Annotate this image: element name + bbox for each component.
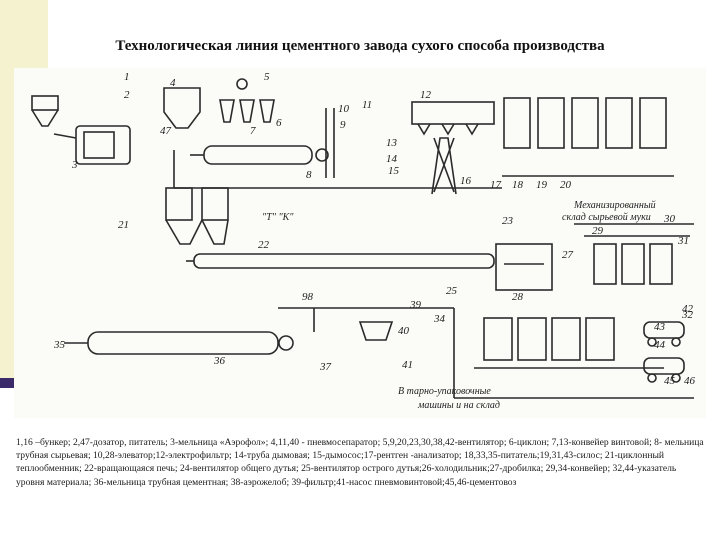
- rotary-kiln-22: [186, 253, 495, 269]
- scheme-number: 32: [681, 309, 694, 321]
- scheme-number: 13: [386, 137, 398, 149]
- raw-mill-8: [190, 145, 329, 165]
- scheme-number: 12: [420, 89, 432, 101]
- scheme-number: 41: [402, 359, 413, 371]
- scheme-number: 44: [654, 339, 666, 351]
- scheme-number: 5: [264, 71, 270, 83]
- scheme-caption-line: Механизированный: [573, 200, 656, 211]
- scheme-number: 1: [124, 71, 130, 83]
- scheme-number: 27: [562, 249, 574, 261]
- scheme-number: 15: [388, 165, 400, 177]
- aerofall-mill-3: [53, 125, 131, 165]
- scheme-number: 28: [512, 291, 524, 303]
- cement-mill-36: [64, 331, 294, 355]
- process-scheme: 1 2 3 4 5 6 7 8 9 10 11 12 13 14 15 16 1…: [14, 68, 706, 418]
- scheme-number: 10: [338, 103, 350, 115]
- scheme-number: 8: [306, 169, 312, 181]
- scheme-number: 19: [536, 179, 548, 191]
- hopper-1: [31, 95, 59, 127]
- slide-accent-bar: [0, 378, 14, 388]
- scheme-number: 43: [654, 321, 666, 333]
- clinker-silos: [584, 235, 690, 285]
- scheme-number: 98: [302, 291, 314, 303]
- legend-text: 1,16 –бункер; 2,47-дозатор, питатель; 3-…: [16, 437, 704, 488]
- slide-title: Технологическая линия цементного завода …: [115, 38, 605, 54]
- scheme-caption-line: машины и на склад: [417, 400, 500, 411]
- scheme-number: 47: [160, 125, 172, 137]
- scheme-number: 4: [170, 77, 176, 89]
- scheme-number: 2: [124, 89, 130, 101]
- scheme-caption-marks: "Т" "К": [262, 212, 294, 223]
- scheme-number: 22: [258, 239, 270, 251]
- scheme-number: 39: [409, 299, 422, 311]
- pipelines: [278, 307, 694, 399]
- scheme-number: 11: [362, 99, 372, 111]
- scheme-number: 42: [682, 303, 694, 315]
- scheme-number: 35: [53, 339, 66, 351]
- cyclone-heat-exchanger-21: [165, 187, 229, 245]
- scheme-number: 34: [433, 313, 446, 325]
- scheme-number: 6: [276, 117, 282, 129]
- scheme-number: 29: [592, 225, 604, 237]
- scheme-number: 7: [250, 125, 256, 137]
- scheme-number: 23: [502, 215, 514, 227]
- scheme-number: 37: [319, 361, 332, 373]
- scheme-number: 45: [664, 375, 676, 387]
- chimney-14: [431, 137, 457, 195]
- elevator-10: [325, 108, 335, 178]
- cooler-26: [495, 243, 553, 291]
- scheme-number: 30: [663, 213, 676, 225]
- scheme-number: 31: [677, 235, 689, 247]
- cement-trucks-45-46: [643, 321, 685, 383]
- scheme-number: 3: [71, 159, 78, 171]
- scheme-number: 36: [213, 355, 226, 367]
- scheme-number: 46: [684, 375, 696, 387]
- scheme-number: 14: [386, 153, 398, 165]
- scheme-number: 25: [446, 285, 458, 297]
- raw-meal-silos: [502, 97, 674, 177]
- scheme-number: 18: [512, 179, 524, 191]
- scheme-number: 16: [460, 175, 472, 187]
- scheme-number: 21: [118, 219, 129, 231]
- electrofilter-12: [411, 101, 495, 193]
- scheme-number: 40: [398, 325, 410, 337]
- separator-4: [163, 87, 201, 129]
- scheme-caption-line: В тарно-упаковочные: [398, 386, 491, 397]
- cyclones-6: [219, 78, 275, 123]
- scheme-number: 17: [490, 179, 502, 191]
- scheme-number: 9: [340, 119, 346, 131]
- cement-silos: [474, 317, 664, 369]
- separator-40: [358, 321, 394, 341]
- scheme-number: 20: [560, 179, 572, 191]
- scheme-caption-line: склад сырьевой муки: [562, 212, 651, 223]
